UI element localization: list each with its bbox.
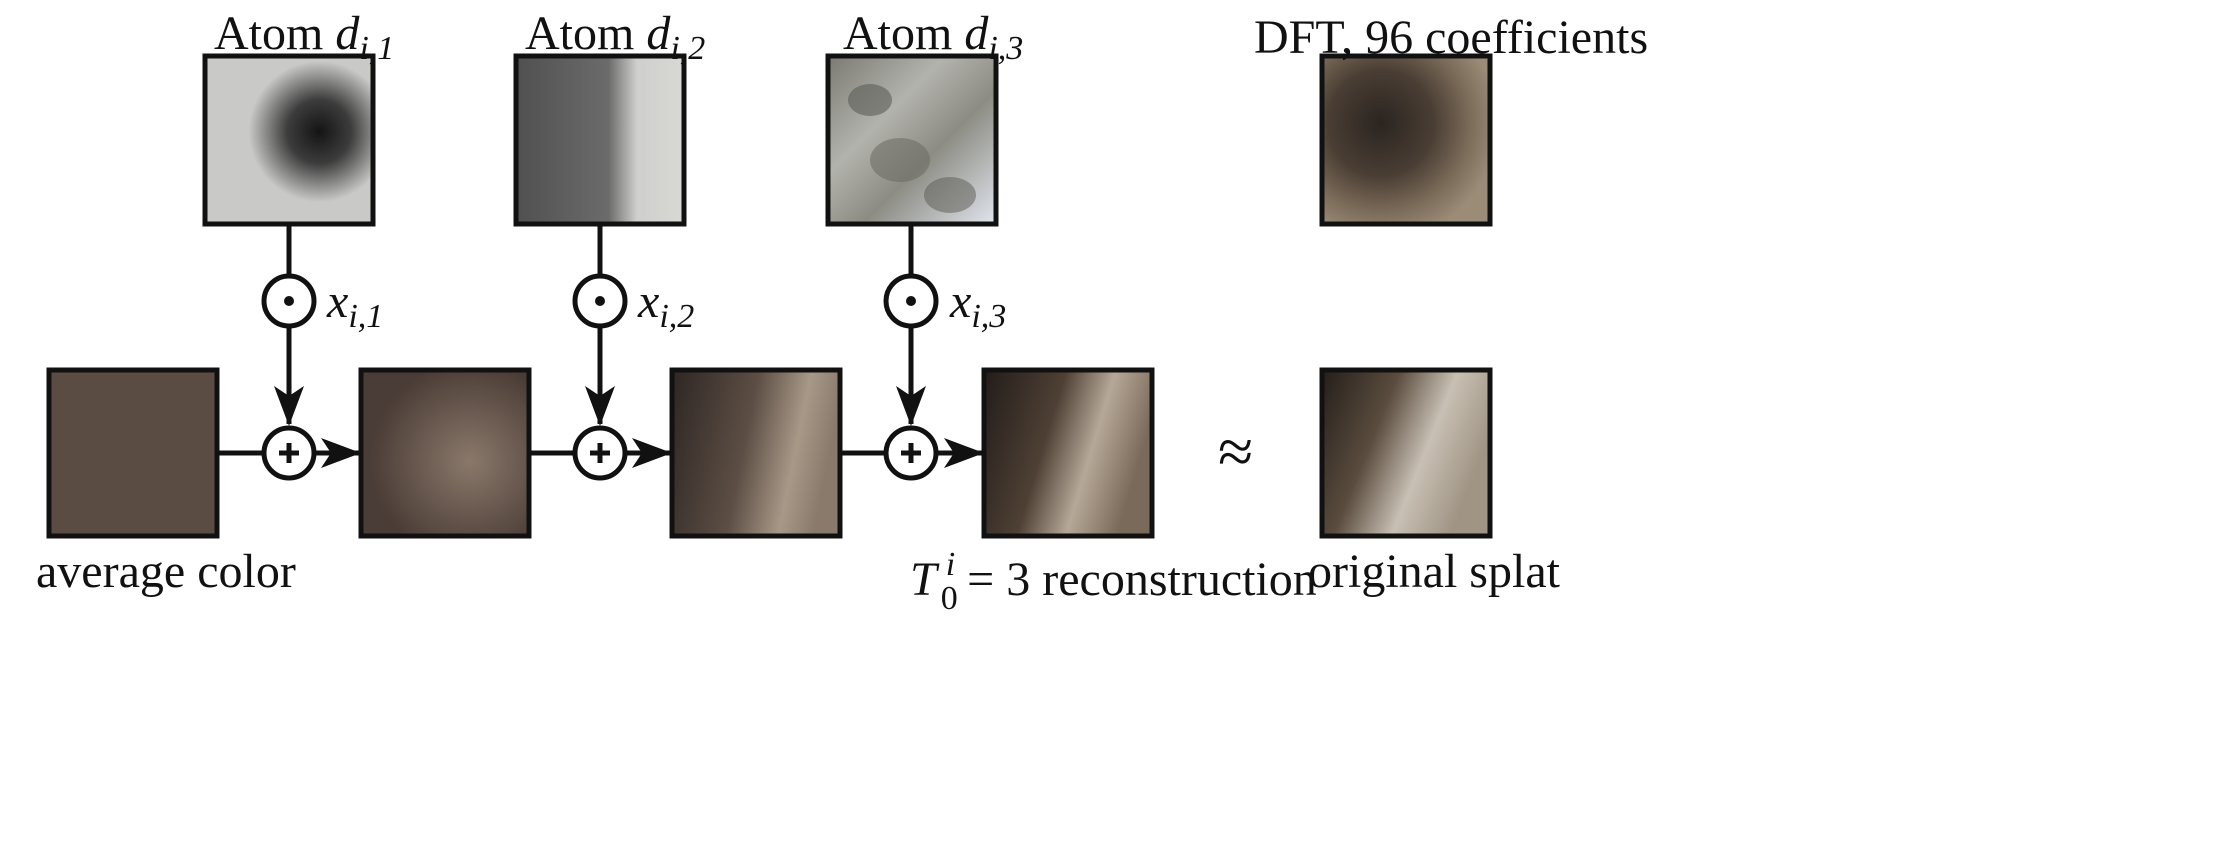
average-color-tile	[46, 367, 220, 539]
dft-label: DFT, 96 coefficients	[1254, 11, 1649, 64]
multiply-node-2	[572, 273, 628, 329]
average-color-label: average color	[36, 545, 296, 598]
coefficient-3-index: i,3	[971, 298, 1007, 335]
atom-3-prefix: Atom	[843, 7, 953, 60]
atom-2-prefix: Atom	[525, 7, 635, 60]
coefficient-1-index: i,1	[348, 298, 384, 335]
atom-1-label: Atom di,1	[214, 10, 394, 66]
reconstruction-superscript: i	[945, 546, 956, 583]
atom-2-label: Atom di,2	[525, 10, 705, 66]
reconstruction-text: = 3 reconstruction	[967, 553, 1317, 606]
atom-2-symbol: d	[646, 7, 671, 60]
add-node-2	[572, 425, 628, 481]
coefficient-3-label: xi,3	[950, 278, 1006, 334]
coefficient-1-label: xi,1	[327, 278, 383, 334]
atom-2-tile	[513, 53, 687, 227]
add-node-3	[883, 425, 939, 481]
reconstruction-subscript: 0	[940, 580, 958, 617]
atom-3-tile	[825, 53, 999, 227]
original-splat-label: original splat	[1308, 545, 1560, 598]
coefficient-2-label: xi,2	[638, 278, 694, 334]
atom-3-label: Atom di,3	[843, 10, 1023, 66]
dft-tile	[1319, 53, 1493, 227]
atom-3-index: i,3	[988, 30, 1024, 67]
approx-symbol: ≈	[1218, 416, 1254, 487]
reconstruction-3-tile	[981, 367, 1155, 539]
coefficient-2-symbol: x	[638, 275, 660, 328]
atom-1-index: i,1	[359, 30, 395, 67]
atom-2-index: i,2	[670, 30, 706, 67]
atom-1-tile	[202, 53, 376, 227]
multiply-node-1	[261, 273, 317, 329]
reconstruction-symbol: T	[910, 553, 937, 606]
coefficient-1-symbol: x	[327, 275, 349, 328]
coefficient-3-symbol: x	[950, 275, 972, 328]
reconstruction-1-tile	[358, 367, 532, 539]
reconstruction-2-tile	[669, 367, 843, 539]
atom-3-symbol: d	[964, 7, 989, 60]
coefficient-2-index: i,2	[659, 298, 695, 335]
add-node-1	[261, 425, 317, 481]
atom-1-prefix: Atom	[214, 7, 324, 60]
atom-1-symbol: d	[335, 7, 360, 60]
multiply-node-3	[883, 273, 939, 329]
original-splat-tile	[1319, 367, 1493, 539]
